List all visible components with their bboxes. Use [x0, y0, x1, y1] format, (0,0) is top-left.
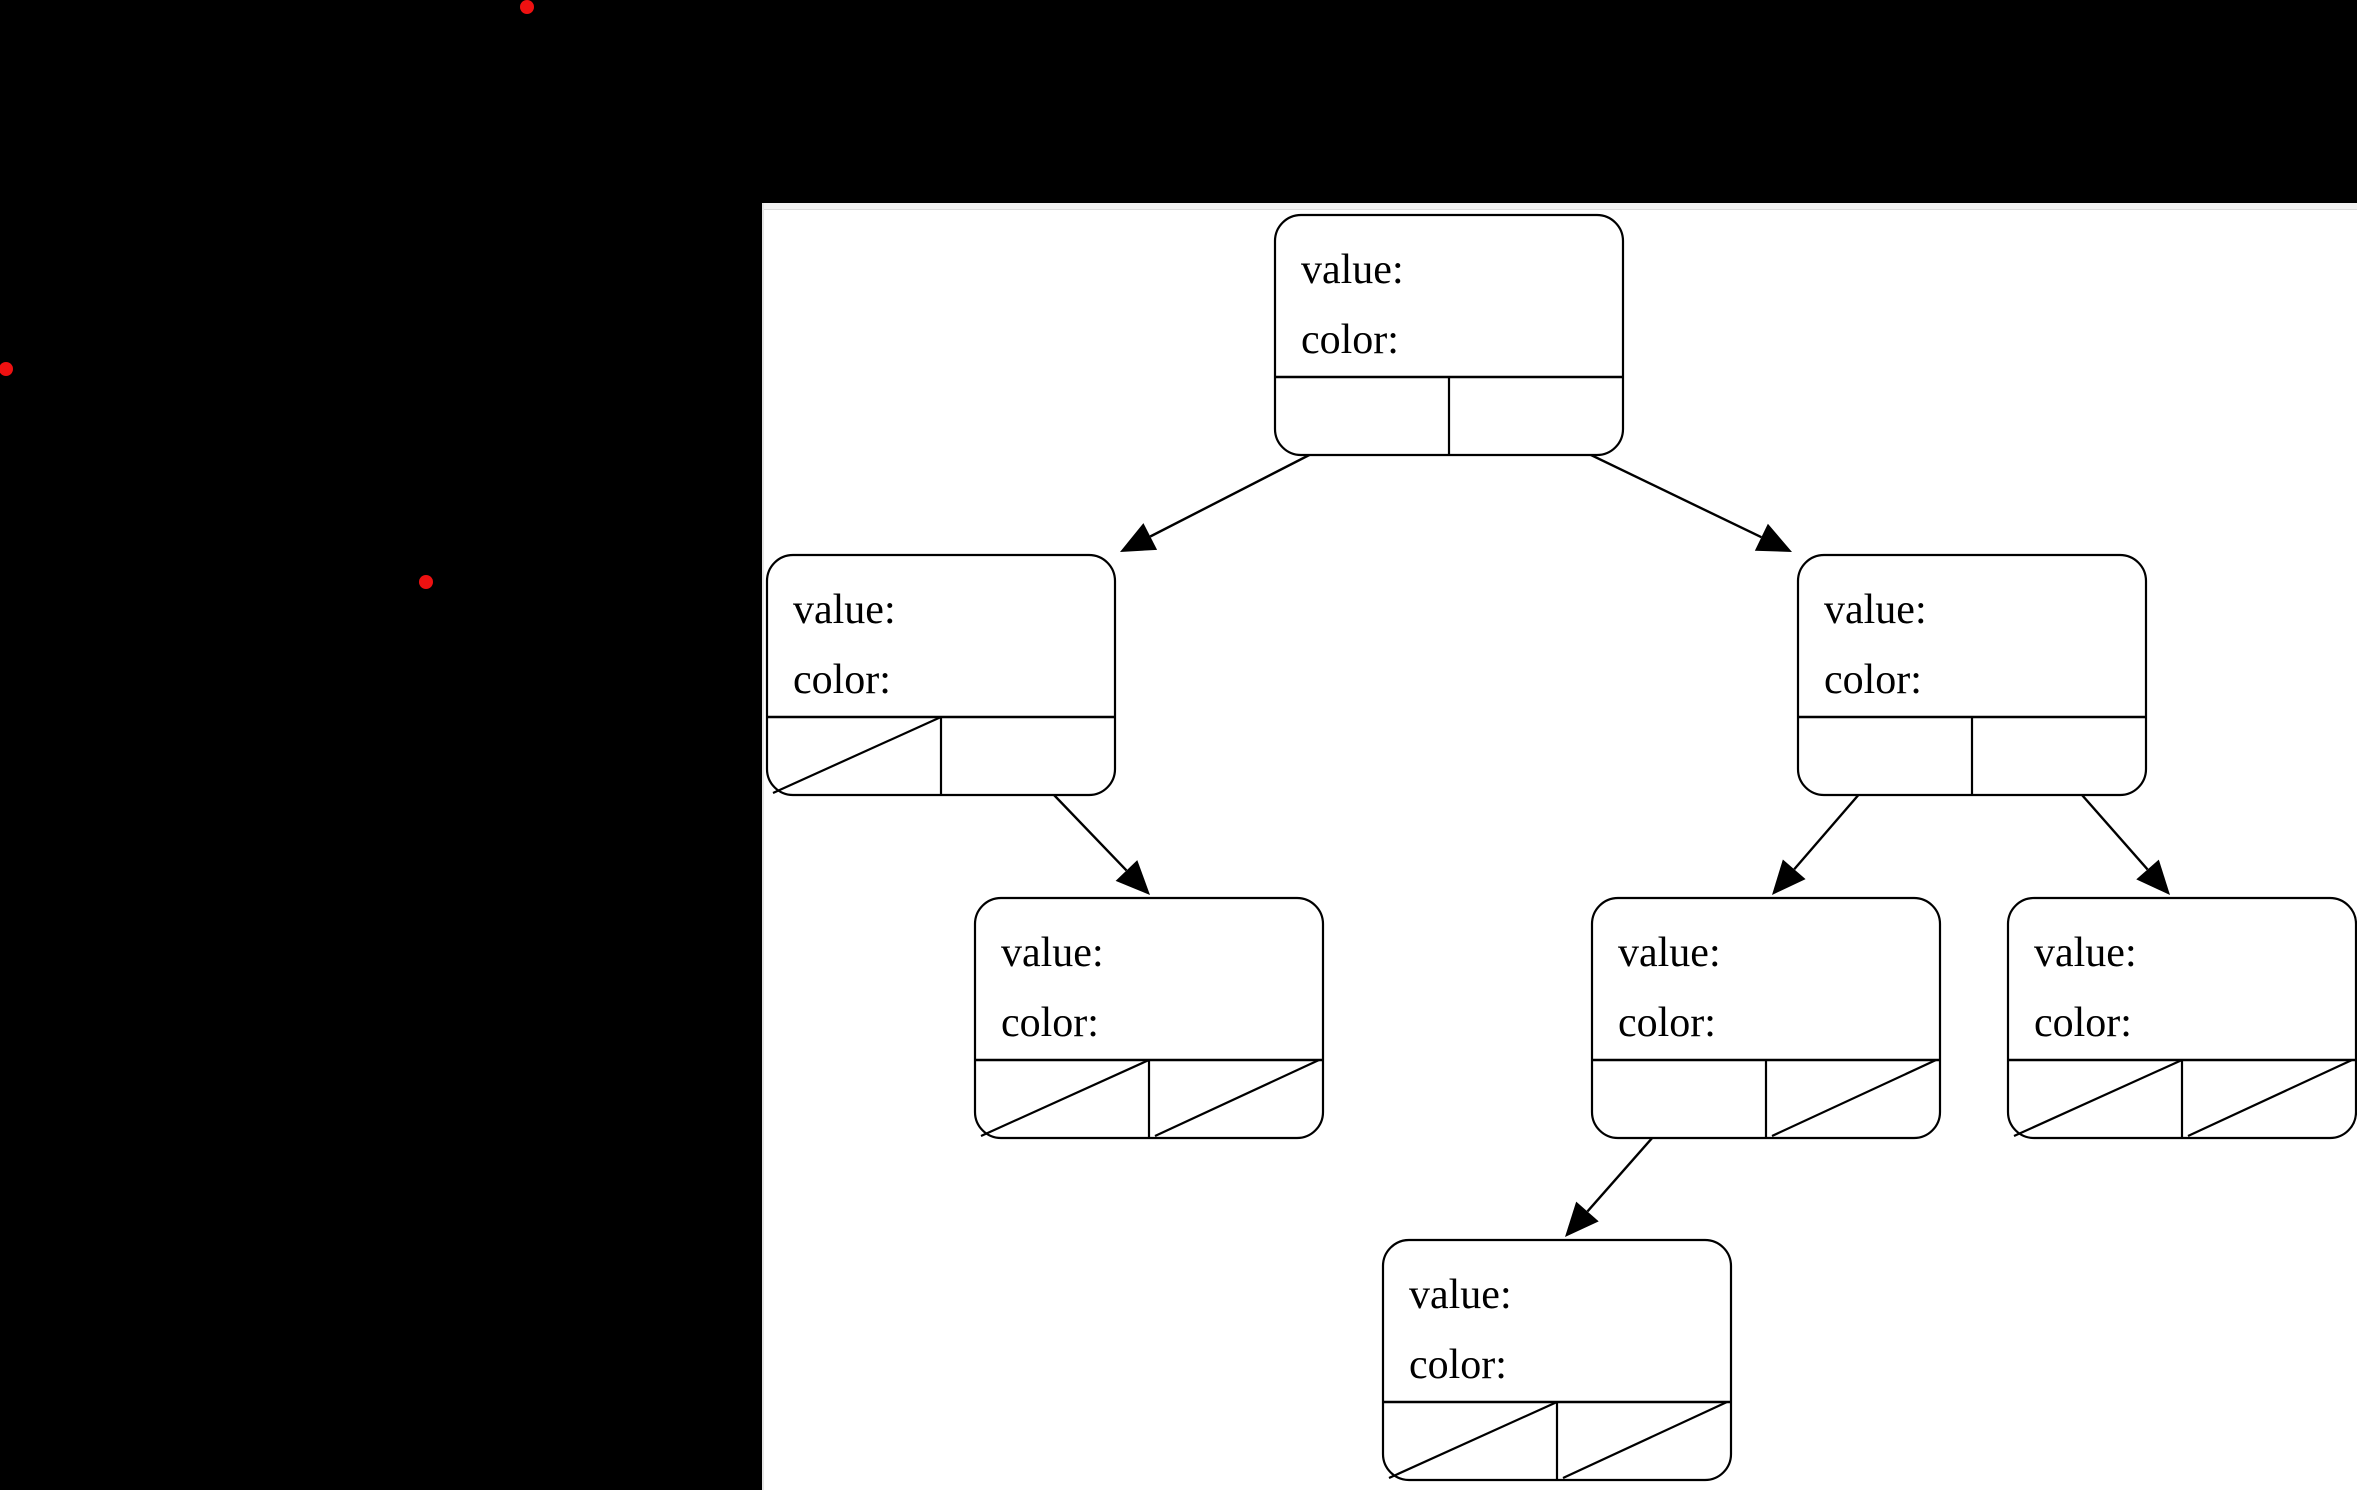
tree-node-deep-left-null-slash — [1388, 1400, 1558, 1480]
tree-node-right[interactable]: value: color: — [1796, 553, 2148, 797]
tree-node-deep-value-label: value: — [1409, 1272, 1512, 1318]
tree-node-left-right-right-null-slash — [1154, 1059, 1320, 1137]
red-dot-2 — [0, 362, 13, 376]
tree-node-right-color-label: color: — [1824, 657, 1922, 703]
red-dot-1 — [520, 0, 534, 14]
tree-node-root-value-label: value: — [1301, 247, 1404, 293]
panel-left-border — [762, 203, 764, 1490]
tree-node-right-left-color-label: color: — [1618, 1000, 1716, 1046]
tree-node-left-value-label: value: — [793, 587, 896, 633]
tree-node-root[interactable]: value: color: — [1273, 213, 1625, 457]
tree-node-deep-right-null-slash — [1562, 1401, 1728, 1479]
tree-node-right-right-right-null-slash — [2187, 1059, 2353, 1137]
tree-node-right-right-left-null-slash — [2013, 1058, 2183, 1138]
tree-node-deep-color-label: color: — [1409, 1342, 1507, 1388]
tree-node-right-right-color-label: color: — [2034, 1000, 2132, 1046]
edge-root-to-left-arrowhead — [1120, 523, 1158, 552]
binary-tree-diagram: value:color:value:color:value:color:valu… — [765, 213, 2357, 1482]
tree-node-left-color-label: color: — [793, 657, 891, 703]
panel-top-border — [762, 203, 2357, 210]
tree-node-right-left-value-label: value: — [1618, 930, 1721, 976]
tree-node-left[interactable]: value: color: — [765, 553, 1117, 797]
tree-node-right-right[interactable]: value: color: — [2006, 896, 2357, 1140]
tree-node-left-right-left-null-slash — [980, 1058, 1150, 1138]
edge-left-to-child-arrowhead — [1115, 860, 1150, 895]
tree-node-left-right[interactable]: value: color: — [973, 896, 1325, 1140]
tree-node-right-right-value-label: value: — [2034, 930, 2137, 976]
tree-node-left-right-value-label: value: — [1001, 930, 1104, 976]
tree-node-deep[interactable]: value: color: — [1381, 1238, 1733, 1482]
tree-node-left-right-color-label: color: — [1001, 1000, 1099, 1046]
edge-right-to-left-arrowhead — [1772, 859, 1806, 895]
tree-node-right-left-right-null-slash — [1771, 1059, 1937, 1137]
tree-node-right-value-label: value: — [1824, 587, 1927, 633]
red-dot-3 — [419, 575, 433, 589]
tree-node-left-left-null-slash — [772, 715, 942, 795]
edge-root-to-right-arrowhead — [1754, 523, 1792, 552]
tree-node-root-color-label: color: — [1301, 317, 1399, 363]
tree-node-right-left[interactable]: value: color: — [1590, 896, 1942, 1140]
diagram-panel: value:color:value:color:value:color:valu… — [762, 203, 2357, 1490]
nodes-layer: value:color:value:color:value:color:valu… — [765, 213, 2357, 1482]
edge-rl-to-deep-arrowhead — [1565, 1201, 1599, 1237]
edge-right-to-right-arrowhead — [2136, 859, 2170, 895]
